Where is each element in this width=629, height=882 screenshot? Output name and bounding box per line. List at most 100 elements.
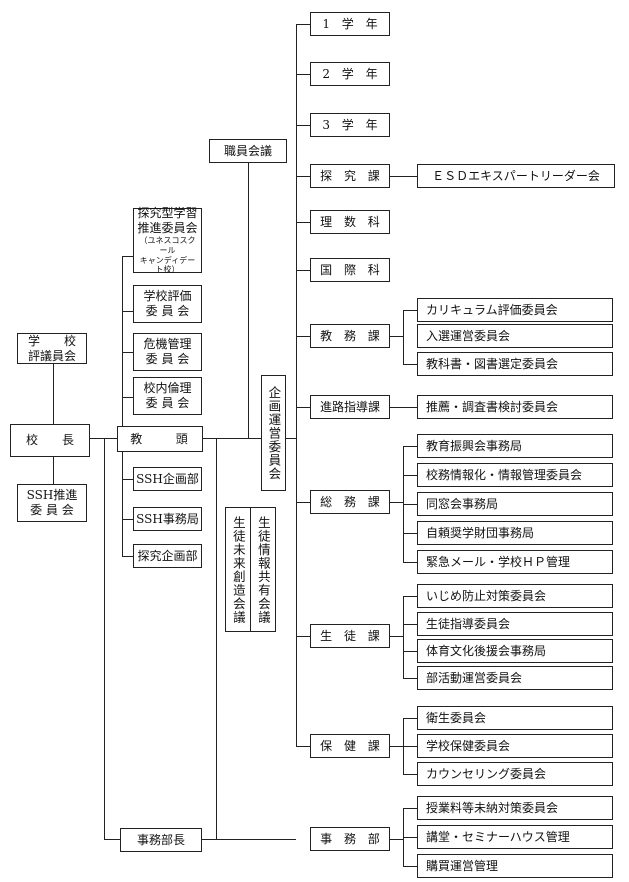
connector-line <box>390 746 403 748</box>
counseling-committee-box: カウンセリング委員会 <box>417 762 613 786</box>
student-future-creation-meeting-box: 生徒未来創造会議 <box>225 507 251 632</box>
connector-line <box>403 808 417 810</box>
connector-line <box>296 502 310 504</box>
connector-line <box>403 504 417 506</box>
health-section-box: 保 健 課 <box>310 734 390 758</box>
connector-line <box>122 452 124 556</box>
alumni-office-box: 同窓会事務局 <box>417 492 613 516</box>
vice-principal-box: 教 頭 <box>117 426 203 452</box>
connector-line <box>296 74 310 76</box>
connector-line <box>104 839 120 841</box>
student-info-sharing-meeting-box: 生徒情報共有会議 <box>250 507 276 632</box>
academic-affairs-box: 教 務 課 <box>310 324 390 348</box>
scholarship-office-box: 自頼奨学財団事務局 <box>417 521 613 545</box>
crisis-management-committee-box: 危機管理 委 員 会 <box>133 333 202 371</box>
general-affairs-box: 総 務 課 <box>310 490 390 514</box>
sports-culture-support-box: 体育文化後援会事務局 <box>417 639 613 663</box>
connector-line <box>248 163 250 438</box>
connector-line <box>296 407 310 409</box>
admissions-committee-box: 入選運営委員会 <box>417 324 613 348</box>
connector-line <box>403 866 417 868</box>
planning-management-committee-box: 企画運営委員会 <box>261 375 286 491</box>
textbook-committee-box: 教科書・図書選定委員会 <box>417 352 613 376</box>
ssh-promotion-committee-box: SSH推進 委 員 会 <box>17 484 87 522</box>
ethics-committee-box: 校内倫理 委 員 会 <box>133 377 202 415</box>
connector-line <box>296 176 310 178</box>
connector-line <box>390 336 403 338</box>
unesco-school-note: （ユネスコスクール キャンディデート校） <box>139 236 196 275</box>
science-math-dept-box: 理 数 科 <box>310 210 390 234</box>
connector-line <box>104 438 106 839</box>
connector-line <box>122 256 133 258</box>
connector-line <box>122 556 133 558</box>
connector-line <box>390 636 403 638</box>
auditorium-management-box: 講堂・セミナーハウス管理 <box>417 825 613 849</box>
connector-line <box>296 636 310 638</box>
connector-line <box>202 839 296 841</box>
hygiene-committee-box: 衛生委員会 <box>417 706 613 730</box>
connector-line <box>403 624 417 626</box>
inquiry-section-box: 探 究 課 <box>310 164 390 188</box>
connector-line <box>296 125 310 127</box>
connector-line <box>403 596 417 598</box>
connector-line <box>296 222 310 224</box>
school-health-committee-box: 学校保健委員会 <box>417 734 613 758</box>
connector-line <box>403 475 417 477</box>
school-evaluation-committee-box: 学校評価 委 員 会 <box>133 285 202 323</box>
club-activities-box: 部活動運営委員会 <box>417 666 613 690</box>
connector-line <box>403 364 417 366</box>
recommendation-committee-box: 推薦・調査書検討委員会 <box>417 395 613 419</box>
grade-1-box: 1 学 年 <box>310 12 390 36</box>
connector-line <box>122 352 133 354</box>
connector-line <box>403 596 405 678</box>
inquiry-planning-box: 探究企画部 <box>133 544 202 568</box>
emergency-mail-box: 緊急メール・学校ＨＰ管理 <box>417 550 613 574</box>
connector-line <box>403 310 405 364</box>
grade-3-box: 3 学 年 <box>310 113 390 137</box>
anti-bullying-box: いじめ防止対策委員会 <box>417 584 613 608</box>
connector-line <box>296 336 310 338</box>
connector-line <box>53 456 55 484</box>
connector-line <box>296 24 298 746</box>
connector-line <box>403 310 417 312</box>
it-management-box: 校務情報化・情報管理委員会 <box>417 463 613 487</box>
student-guidance-box: 生徒指導委員会 <box>417 612 613 636</box>
ssh-planning-box: SSH企画部 <box>133 467 202 491</box>
connector-line <box>403 718 417 720</box>
inquiry-learning-committee-label: 探究型学習 推進委員会 <box>137 206 198 236</box>
connector-line <box>403 746 417 748</box>
ssh-office-box: SSH事務局 <box>133 507 202 531</box>
connector-line <box>403 533 417 535</box>
connector-line <box>122 479 133 481</box>
connector-line <box>390 407 417 409</box>
esd-leaders-box: ＥＳＤエキスパートリーダー会 <box>417 164 615 188</box>
school-councilors-box: 学 校 評議員会 <box>17 333 87 364</box>
connector-line <box>390 839 403 841</box>
connector-line <box>296 270 310 272</box>
international-dept-box: 国 際 科 <box>310 258 390 282</box>
connector-line <box>403 837 417 839</box>
connector-line <box>296 24 310 26</box>
career-guidance-box: 進路指導課 <box>310 395 390 419</box>
grade-2-box: 2 学 年 <box>310 62 390 86</box>
connector-line <box>122 256 124 426</box>
connector-line <box>403 446 417 448</box>
connector-line <box>403 678 417 680</box>
connector-line <box>403 774 417 776</box>
connector-line <box>216 438 218 839</box>
office-dept-box: 事 務 部 <box>310 827 390 851</box>
unpaid-tuition-committee-box: 授業料等未納対策委員会 <box>417 796 613 820</box>
connector-line <box>403 651 417 653</box>
connector-line <box>122 311 133 313</box>
connector-line <box>122 397 133 399</box>
connector-line <box>390 176 417 178</box>
connector-line <box>122 519 133 521</box>
connector-line <box>203 438 296 440</box>
connector-line <box>89 438 117 440</box>
office-director-box: 事務部長 <box>120 828 202 852</box>
connector-line <box>53 363 55 427</box>
curriculum-committee-box: カリキュラム評価委員会 <box>417 298 613 322</box>
staff-meeting-box: 職員会議 <box>209 139 287 163</box>
store-management-box: 購買運営管理 <box>417 854 613 878</box>
